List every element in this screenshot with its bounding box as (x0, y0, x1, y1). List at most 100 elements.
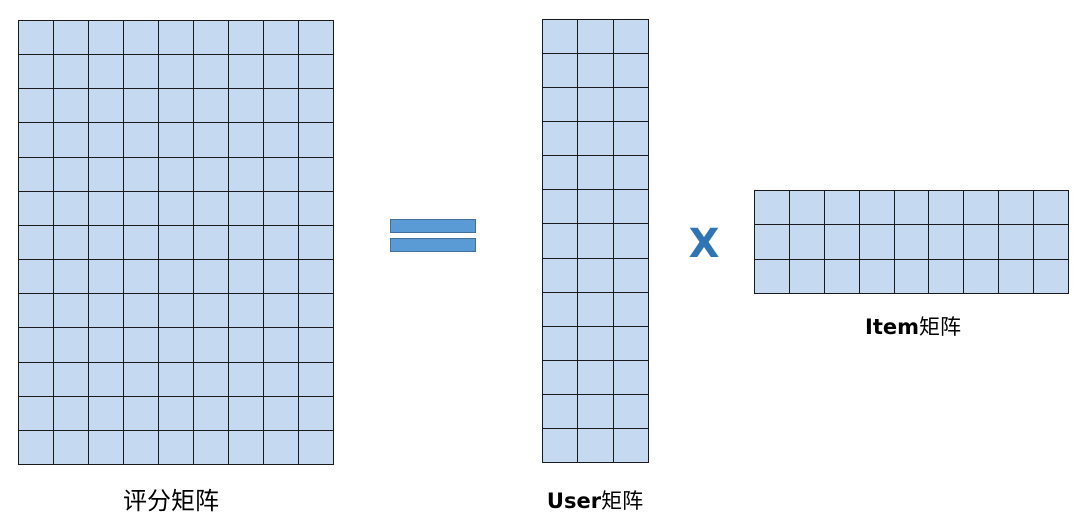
user-matrix-label-suffix: 矩阵 (601, 489, 644, 513)
rating-matrix-cell (19, 191, 54, 226)
item-matrix-label-prefix: Item (865, 315, 919, 339)
rating-matrix-cell (159, 191, 194, 226)
rating-matrix-cell (299, 430, 334, 465)
item-matrix-cell (859, 225, 895, 260)
rating-matrix-cell (229, 430, 264, 465)
rating-matrix-cell (159, 430, 194, 465)
rating-matrix-cell (54, 294, 89, 329)
rating-matrix (18, 20, 334, 465)
rating-matrix-cell (124, 21, 159, 56)
rating-matrix-cell (299, 396, 334, 431)
item-matrix-cell (999, 191, 1035, 226)
user-matrix-cell (613, 224, 649, 259)
item-matrix-cell (1034, 225, 1069, 260)
rating-matrix-cell (229, 157, 264, 192)
rating-matrix-cell (19, 123, 54, 158)
rating-matrix-cell (194, 260, 229, 295)
rating-matrix-cell (229, 55, 264, 90)
rating-matrix-cell (19, 396, 54, 431)
rating-matrix-cell (89, 191, 124, 226)
rating-matrix-cell (19, 430, 54, 465)
user-matrix-cell (578, 54, 614, 89)
rating-matrix-cell (89, 225, 124, 261)
user-matrix-cell (543, 428, 579, 463)
rating-matrix-cell (299, 55, 334, 90)
rating-matrix-cell (264, 89, 299, 124)
rating-matrix-cell (229, 260, 264, 295)
rating-matrix-cell (299, 260, 334, 295)
user-matrix-cell (578, 428, 614, 463)
item-matrix-label: Item矩阵 (838, 310, 988, 344)
user-matrix-cell (578, 360, 614, 395)
rating-matrix-cell (264, 157, 299, 192)
rating-matrix-cell (194, 55, 229, 90)
rating-matrix-cell (124, 430, 159, 465)
rating-matrix-cell (89, 157, 124, 192)
user-matrix-cell (578, 20, 614, 55)
rating-matrix-cell (194, 191, 229, 226)
rating-matrix-cell (299, 21, 334, 56)
rating-matrix-cell (229, 362, 264, 397)
rating-matrix-cell (229, 225, 264, 261)
rating-matrix-cell (194, 157, 229, 192)
rating-matrix-cell (89, 328, 124, 363)
rating-matrix-cell (299, 157, 334, 192)
times-sign: X (688, 221, 720, 267)
user-matrix-cell (613, 122, 649, 157)
rating-matrix-cell (89, 21, 124, 56)
user-matrix-cell (613, 326, 649, 361)
user-matrix-cell (578, 326, 614, 361)
user-matrix-cell (543, 54, 579, 89)
rating-matrix-cell (264, 21, 299, 56)
user-matrix-cell (543, 326, 579, 361)
item-matrix-cell (999, 225, 1035, 260)
item-matrix-label-suffix: 矩阵 (918, 315, 961, 339)
item-matrix-cell (929, 259, 965, 294)
user-matrix-cell (613, 20, 649, 55)
rating-matrix-label: 评分矩阵 (123, 487, 219, 515)
user-matrix-cell (543, 292, 579, 327)
item-matrix-cell (824, 259, 860, 294)
rating-matrix-cell (124, 328, 159, 363)
rating-matrix-cell (194, 225, 229, 261)
rating-matrix-cell (194, 328, 229, 363)
item-matrix-cell (999, 259, 1035, 294)
user-matrix-cell (578, 394, 614, 429)
rating-matrix-cell (299, 89, 334, 124)
rating-matrix-cell (194, 294, 229, 329)
rating-matrix-cell (264, 191, 299, 226)
rating-matrix-cell (194, 21, 229, 56)
user-matrix-cell (613, 88, 649, 123)
rating-matrix-cell (159, 260, 194, 295)
rating-matrix-cell (124, 55, 159, 90)
rating-matrix-cell (264, 396, 299, 431)
user-matrix-cell (543, 122, 579, 157)
rating-matrix-cell (124, 225, 159, 261)
user-matrix-cell (543, 394, 579, 429)
rating-matrix-cell (89, 260, 124, 295)
rating-matrix-cell (54, 225, 89, 261)
rating-matrix-cell (124, 157, 159, 192)
rating-matrix-cell (124, 123, 159, 158)
rating-matrix-cell (54, 89, 89, 124)
rating-matrix-cell (229, 191, 264, 226)
item-matrix-cell (789, 259, 825, 294)
rating-matrix-cell (159, 362, 194, 397)
user-matrix-cell (578, 88, 614, 123)
rating-matrix-cell (299, 362, 334, 397)
user-matrix-cell (543, 224, 579, 259)
rating-matrix-cell (299, 225, 334, 261)
rating-matrix-cell (264, 260, 299, 295)
user-matrix-cell (578, 190, 614, 225)
user-matrix-cell (613, 292, 649, 327)
rating-matrix-cell (159, 21, 194, 56)
rating-matrix-cell (229, 89, 264, 124)
rating-matrix-cell (124, 89, 159, 124)
rating-matrix-cell (194, 89, 229, 124)
rating-matrix-cell (264, 328, 299, 363)
rating-matrix-cell (264, 362, 299, 397)
user-matrix-cell (613, 360, 649, 395)
item-matrix-cell (755, 225, 790, 260)
rating-matrix-cell (264, 55, 299, 90)
rating-matrix-cell (54, 55, 89, 90)
